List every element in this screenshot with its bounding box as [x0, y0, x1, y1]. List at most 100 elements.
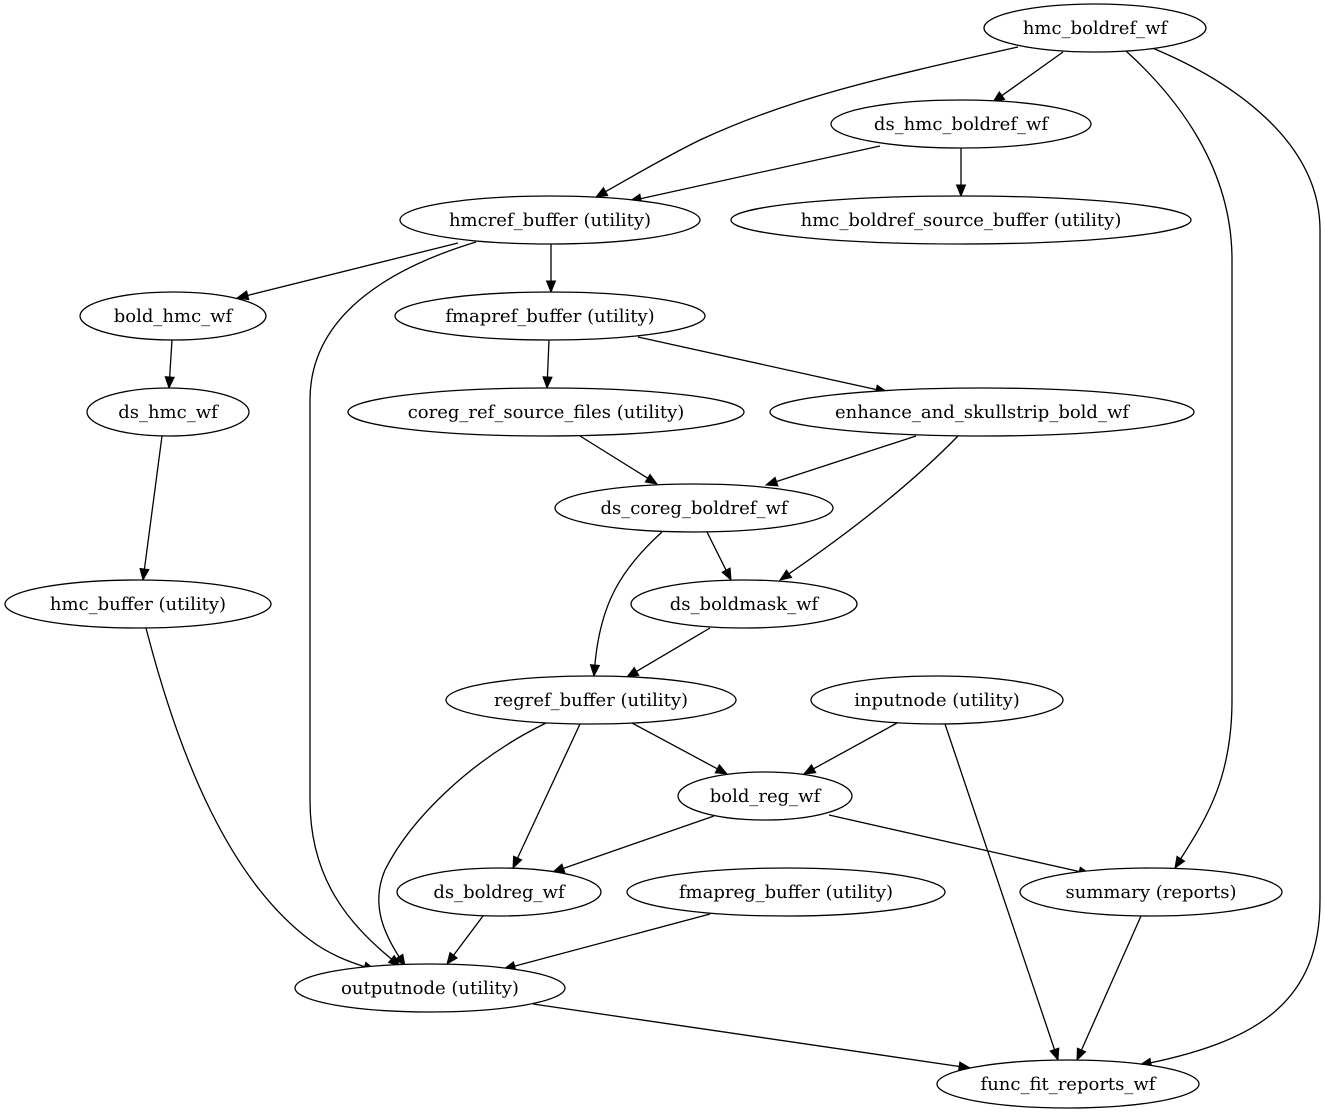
edge-line	[532, 1003, 961, 1068]
edge-hmcref_buffer-to-fmapref_buffer	[545, 244, 557, 294]
node-shape	[769, 387, 1195, 437]
node-label: hmc_boldref_source_buffer (utility)	[801, 210, 1122, 231]
node-shape	[347, 387, 745, 437]
node-fmapreg-buffer: fmapreg_buffer (utility)	[626, 867, 946, 917]
node-label: hmc_boldref_wf	[1023, 18, 1169, 39]
node-bold-hmc-wf: bold_hmc_wf	[79, 291, 267, 341]
node-shape	[1019, 867, 1283, 917]
arrowhead	[802, 763, 817, 775]
node-label: outputnode (utility)	[341, 978, 519, 999]
edge-line	[631, 722, 719, 770]
node-summary: summary (reports)	[1019, 867, 1283, 917]
edges-layer	[139, 46, 1321, 1072]
arrowhead	[512, 855, 523, 870]
node-shape	[394, 291, 706, 341]
arrowhead	[714, 763, 729, 775]
edge-inputnode-to-func_fit_reports_wf	[944, 723, 1060, 1062]
node-label: inputnode (utility)	[854, 690, 1020, 711]
node-inputnode: inputnode (utility)	[810, 675, 1064, 725]
node-label: ds_hmc_wf	[118, 402, 219, 423]
arrowhead	[235, 290, 250, 301]
node-hmc-buffer: hmc_buffer (utility)	[4, 579, 272, 629]
arrowhead	[625, 666, 640, 678]
arrowhead	[1076, 1047, 1087, 1062]
edge-fmapref_buffer-to-enhance_and_skullstrip_bold_wf	[637, 336, 889, 395]
edge-line	[828, 814, 1081, 873]
arrowhead	[139, 567, 150, 582]
edge-line	[452, 915, 484, 957]
edge-fmapref_buffer-to-coreg_ref_source_files	[542, 339, 553, 390]
edge-inputnode-to-bold_reg_wf	[802, 722, 898, 775]
edge-line	[546, 339, 550, 379]
edge-ds_boldreg_wf-to-outputnode	[446, 915, 484, 966]
node-label: ds_hmc_boldref_wf	[874, 114, 1049, 135]
arrowhead	[545, 280, 557, 294]
edge-hmcref_buffer-to-outputnode	[309, 241, 477, 967]
edge-outputnode-to-func_fit_reports_wf	[532, 1003, 972, 1072]
edge-line	[1149, 46, 1321, 1064]
node-shape	[399, 195, 701, 245]
node-hmcref-buffer: hmcref_buffer (utility)	[399, 195, 701, 245]
edge-line	[1000, 51, 1064, 97]
edge-fmapreg_buffer-to-outputnode	[502, 913, 711, 972]
node-hmc-boldref-source-buffer: hmc_boldref_source_buffer (utility)	[730, 195, 1192, 245]
arrowhead	[1174, 855, 1186, 870]
arrowhead	[594, 186, 609, 198]
node-func-fit-reports-wf: func_fit_reports_wf	[936, 1059, 1200, 1109]
node-label: fmapref_buffer (utility)	[445, 306, 654, 327]
node-coreg-ref-source-files: coreg_ref_source_files (utility)	[347, 387, 745, 437]
edge-regref_buffer-to-outputnode	[378, 722, 547, 968]
arrowhead	[764, 476, 779, 487]
node-label: fmapreg_buffer (utility)	[679, 882, 893, 903]
nodes-layer: hmc_boldref_wf ds_hmc_boldref_wf hmcref_bu…	[4, 3, 1283, 1109]
node-label: ds_boldreg_wf	[433, 882, 566, 903]
node-label: ds_boldmask_wf	[670, 594, 820, 615]
arrowhead	[1049, 1047, 1060, 1062]
edge-line	[516, 723, 581, 860]
edge-line	[1080, 915, 1142, 1052]
edge-ds_hmc_boldref_wf-to-hmc_boldref_source_buffer	[955, 148, 967, 198]
edge-ds_hmc_boldref_wf-to-hmcref_buffer	[628, 145, 881, 204]
node-label: enhance_and_skullstrip_bold_wf	[835, 402, 1130, 423]
edge-bold_reg_wf-to-ds_boldreg_wf	[551, 815, 715, 874]
edge-bold_hmc_wf-to-ds_hmc_wf	[164, 339, 175, 390]
edge-line	[594, 531, 663, 667]
node-shape	[396, 867, 602, 917]
node-ds-hmc-boldref-wf: ds_hmc_boldref_wf	[830, 99, 1092, 149]
edge-ds_boldmask_wf-to-regref_buffer	[625, 627, 711, 678]
edge-line	[604, 46, 1019, 193]
edge-hmc_boldref_wf-to-hmcref_buffer	[594, 46, 1019, 198]
node-label: hmc_buffer (utility)	[50, 594, 226, 615]
edge-hmc_boldref_wf-to-summary	[1125, 50, 1233, 870]
node-shape	[79, 291, 267, 341]
node-shape	[936, 1059, 1200, 1109]
edge-regref_buffer-to-ds_boldreg_wf	[512, 723, 581, 870]
node-shape	[445, 675, 737, 725]
node-label: bold_hmc_wf	[114, 306, 234, 327]
node-hmc-boldref-wf: hmc_boldref_wf	[983, 3, 1207, 53]
arrowhead	[542, 376, 553, 390]
node-ds-coreg-boldref-wf: ds_coreg_boldref_wf	[554, 483, 834, 533]
arrowhead	[164, 376, 175, 390]
node-shape	[810, 675, 1064, 725]
edge-line	[145, 627, 366, 968]
node-label: summary (reports)	[1066, 882, 1237, 903]
node-shape	[983, 3, 1207, 53]
node-shape	[830, 99, 1092, 149]
arrowhead	[721, 567, 732, 582]
node-fmapref-buffer: fmapref_buffer (utility)	[394, 291, 706, 341]
edge-hmc_buffer-to-outputnode	[145, 627, 377, 972]
edge-summary-to-func_fit_reports_wf	[1076, 915, 1142, 1062]
edge-ds_coreg_boldref_wf-to-ds_boldmask_wf	[706, 531, 732, 582]
edge-regref_buffer-to-bold_reg_wf	[631, 722, 729, 775]
edge-hmcref_buffer-to-bold_hmc_wf	[235, 242, 459, 301]
arrowhead	[778, 569, 793, 581]
edge-line	[309, 241, 477, 961]
node-outputnode: outputnode (utility)	[294, 963, 566, 1013]
edge-enhance_and_skullstrip_bold_wf-to-ds_coreg_boldref_wf	[764, 435, 917, 487]
edge-line	[787, 435, 959, 575]
node-label: bold_reg_wf	[710, 786, 822, 807]
edge-coreg_ref_source_files-to-ds_coreg_boldref_wf	[579, 435, 659, 485]
arrowhead	[644, 473, 659, 485]
edge-ds_hmc_wf-to-hmc_buffer	[139, 435, 163, 582]
